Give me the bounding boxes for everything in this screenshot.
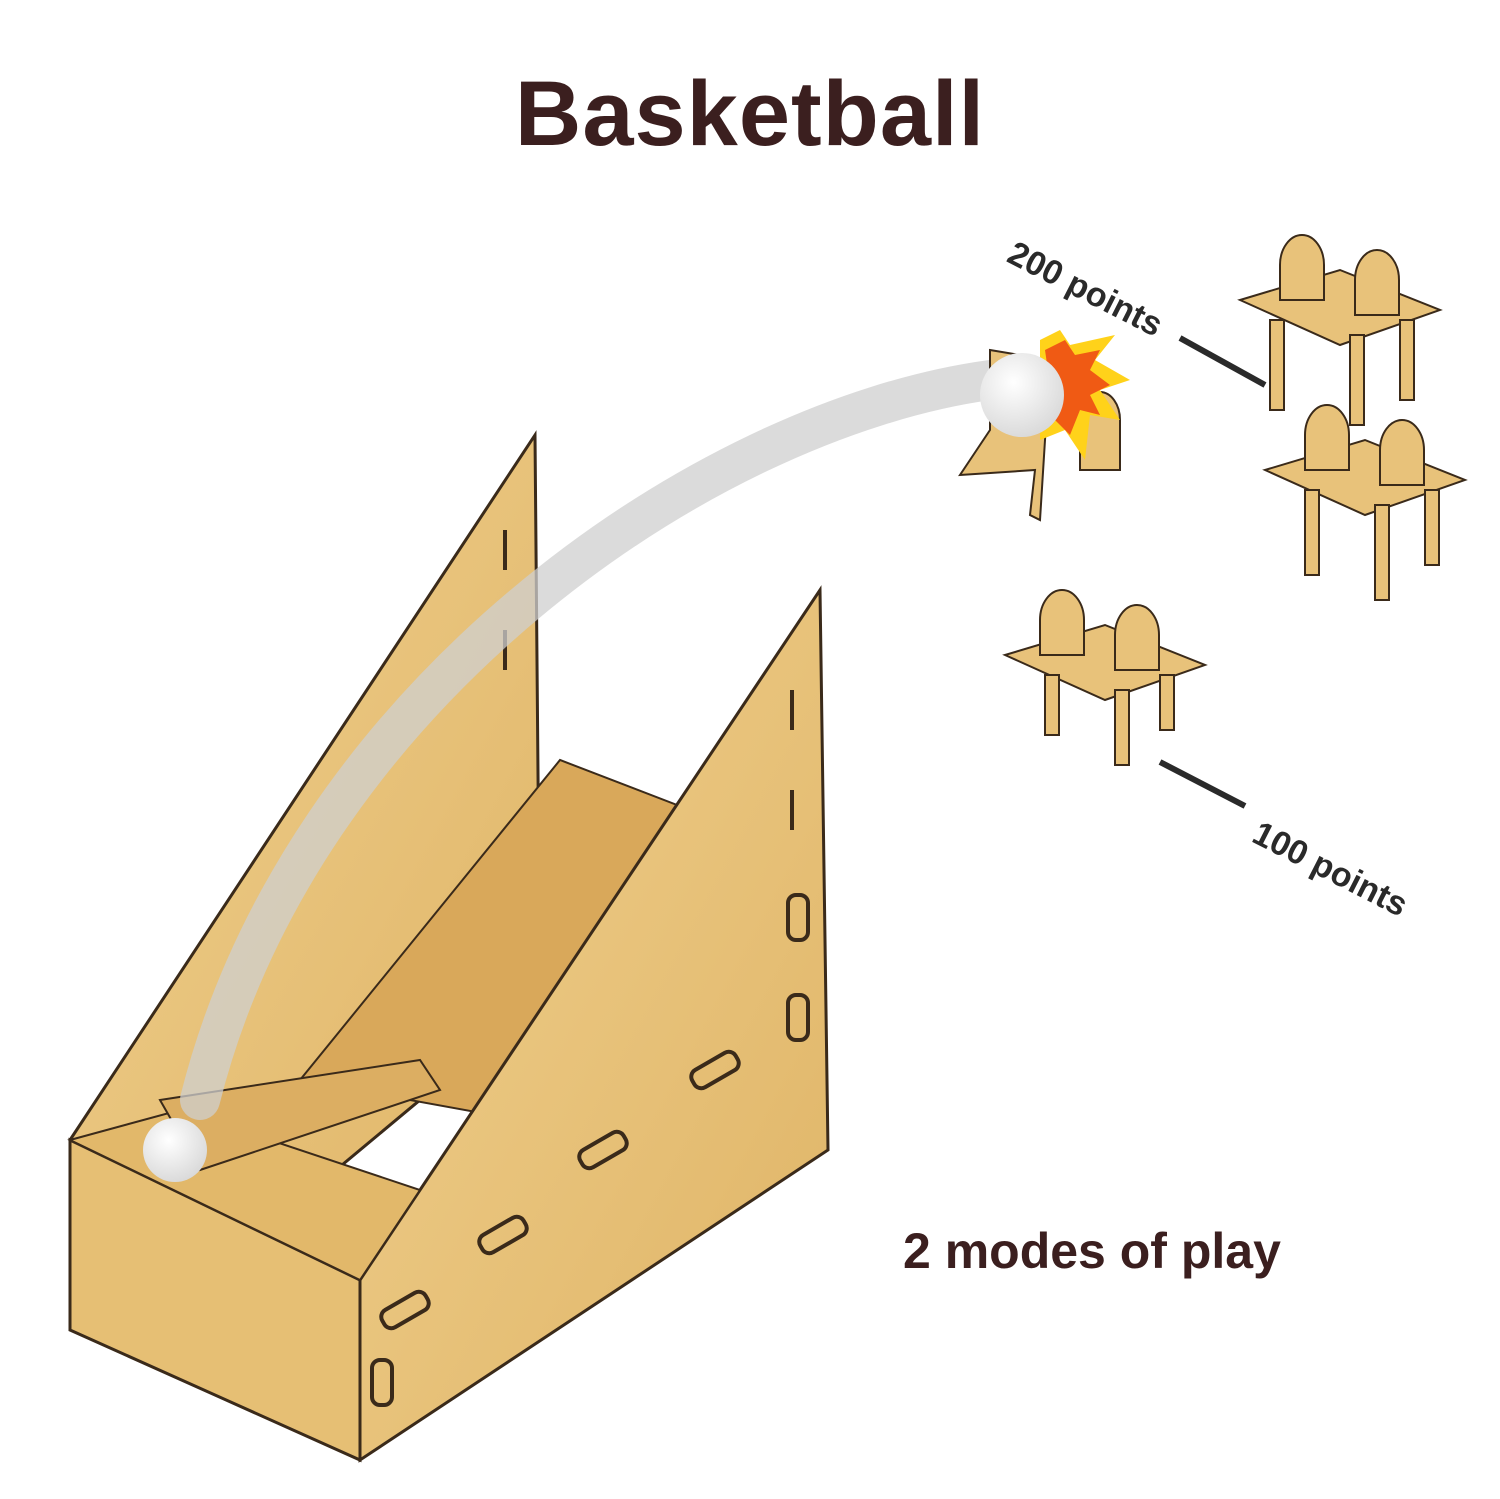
impact-burst-inner: [1045, 340, 1110, 435]
modes-caption: 2 modes of play: [903, 1223, 1281, 1279]
target-100: [1002, 589, 1208, 766]
leader-line-200: [1178, 335, 1267, 388]
ball-trajectory: [180, 360, 1010, 1120]
leader-line-100: [1158, 759, 1247, 809]
launcher-ball: [143, 1118, 207, 1182]
flying-ball: [980, 353, 1064, 437]
target-200-b: [1262, 404, 1468, 601]
launcher-slots: [370, 530, 810, 1407]
page-title: Basketball: [514, 63, 986, 165]
target-200-a: [1237, 234, 1443, 426]
